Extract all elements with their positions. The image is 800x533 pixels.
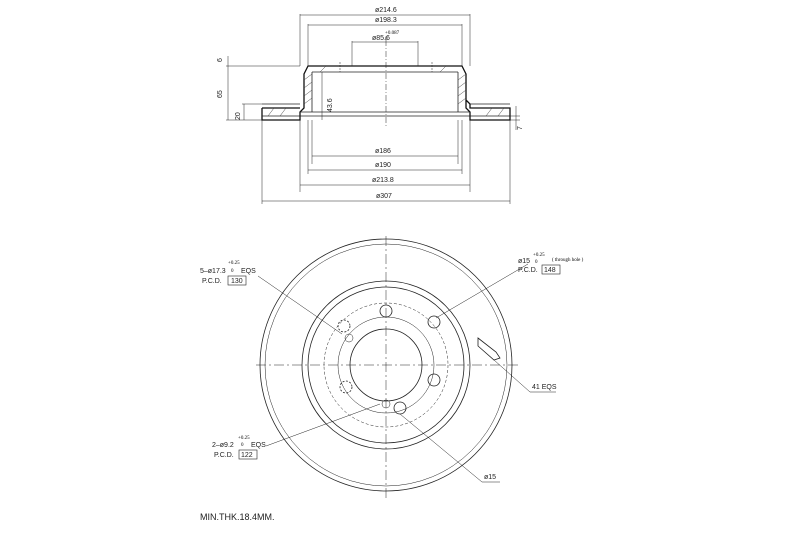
slot-mark [477, 337, 501, 361]
through-hole-suffix: ( through hole ) [552, 258, 584, 263]
section-view: ø214.6 ø198.3 ø85.6 +0.087 0 65 6 20 43.… [217, 7, 524, 204]
front-view: 5–ø17.3 +0.25 0 EQS P.C.D. 130 ø15 +0.25… [200, 236, 584, 498]
hole-15-label: ø15 [484, 474, 496, 481]
disc-outer-edge [259, 238, 513, 492]
dim-total-height: 65 [217, 90, 224, 98]
dim-dia-186: ø186 [375, 148, 391, 155]
dim-vent: 7 [517, 126, 524, 130]
center-bore [349, 328, 423, 402]
dim-rotor-thk: 20 [235, 112, 242, 120]
dim-dia-190: ø190 [375, 162, 391, 169]
dim-dia-213-8: ø213.8 [372, 177, 394, 184]
dim-hat-outer: ø214.6 [375, 7, 397, 14]
small-holes-tol-upper: +0.25 [238, 436, 250, 441]
bolt-holes-tol-upper: +0.25 [228, 261, 240, 266]
hatching [267, 65, 505, 117]
small-holes-tol-lower: 0 [241, 443, 244, 448]
slots-label: 41 EQS [532, 384, 557, 391]
bolt-holes [337, 304, 441, 415]
through-hole-label: ø15 [518, 258, 530, 265]
hat-outer-circle [301, 280, 471, 450]
small-pcd-label: P.C.D. [214, 452, 234, 459]
through-pcd-value: 148 [544, 267, 556, 274]
through-pcd-label: P.C.D. [518, 267, 538, 274]
through-hole-tol-upper: +0.25 [533, 253, 545, 258]
dim-hat-inner: ø198.3 [375, 17, 397, 24]
through-hole-tol-lower: 0 [535, 260, 538, 265]
bolt-pcd-label: P.C.D. [202, 278, 222, 285]
bolt-pcd-value: 130 [231, 278, 243, 285]
bolt-holes-suffix: EQS [241, 268, 256, 275]
bolt-holes-tol-lower: 0 [231, 269, 234, 274]
dim-center-bore-tol-upper: +0.087 [385, 31, 400, 36]
dim-offset: 43.6 [327, 98, 334, 112]
small-holes-label: 2–ø9.2 [212, 442, 234, 449]
dim-center-bore-tol-lower: 0 [385, 37, 388, 42]
small-pcd-value: 122 [241, 452, 253, 459]
min-thickness-note: MIN.THK.18.4MM. [200, 512, 275, 522]
dim-dia-307: ø307 [376, 193, 392, 200]
dim-center-bore: ø85.6 [372, 35, 390, 42]
dim-flange: 6 [217, 58, 224, 62]
bolt-holes-label: 5–ø17.3 [200, 268, 226, 275]
small-holes-suffix: EQS [251, 442, 266, 449]
